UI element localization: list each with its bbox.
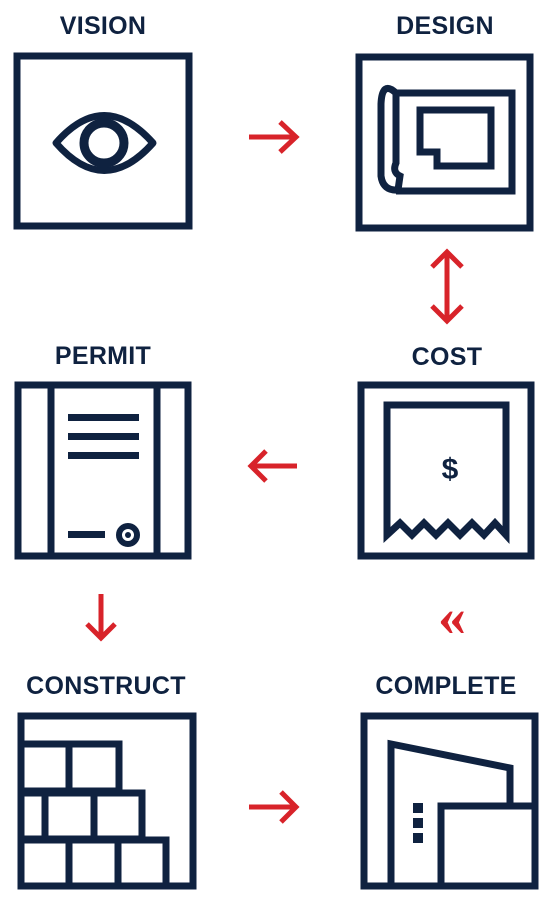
step-label-design: DESIGN [396, 12, 494, 40]
building-icon [387, 739, 539, 890]
step-construct [17, 712, 197, 890]
blueprint-icon [377, 84, 516, 195]
receipt-icon: $ [383, 401, 510, 544]
step-permit-frame [14, 381, 192, 560]
step-label-construct: CONSTRUCT [26, 672, 186, 700]
arrow-left-icon [247, 449, 297, 483]
arrow-right-icon [249, 120, 300, 154]
step-cost-frame [357, 381, 535, 560]
step-label-permit: PERMIT [55, 342, 151, 370]
step-label-vision: VISION [60, 12, 147, 40]
double-arrow-vertical-icon [430, 248, 464, 325]
dollar-sign-icon: $ [442, 453, 459, 486]
permit-document-icon [47, 381, 161, 560]
step-design [355, 53, 534, 232]
arrow-down-icon [85, 594, 117, 642]
step-cost: $ [357, 381, 535, 560]
bricks-icon [17, 740, 170, 890]
step-permit [14, 381, 192, 560]
step-complete [360, 712, 539, 890]
step-label-cost: COST [412, 343, 483, 371]
arrow-right-icon [249, 790, 300, 824]
step-vision-frame [13, 52, 193, 230]
step-label-complete: COMPLETE [375, 672, 516, 700]
loop-back-marker: « [438, 586, 466, 648]
eye-icon [52, 112, 157, 174]
step-vision [13, 52, 193, 230]
step-design-frame [355, 53, 534, 232]
